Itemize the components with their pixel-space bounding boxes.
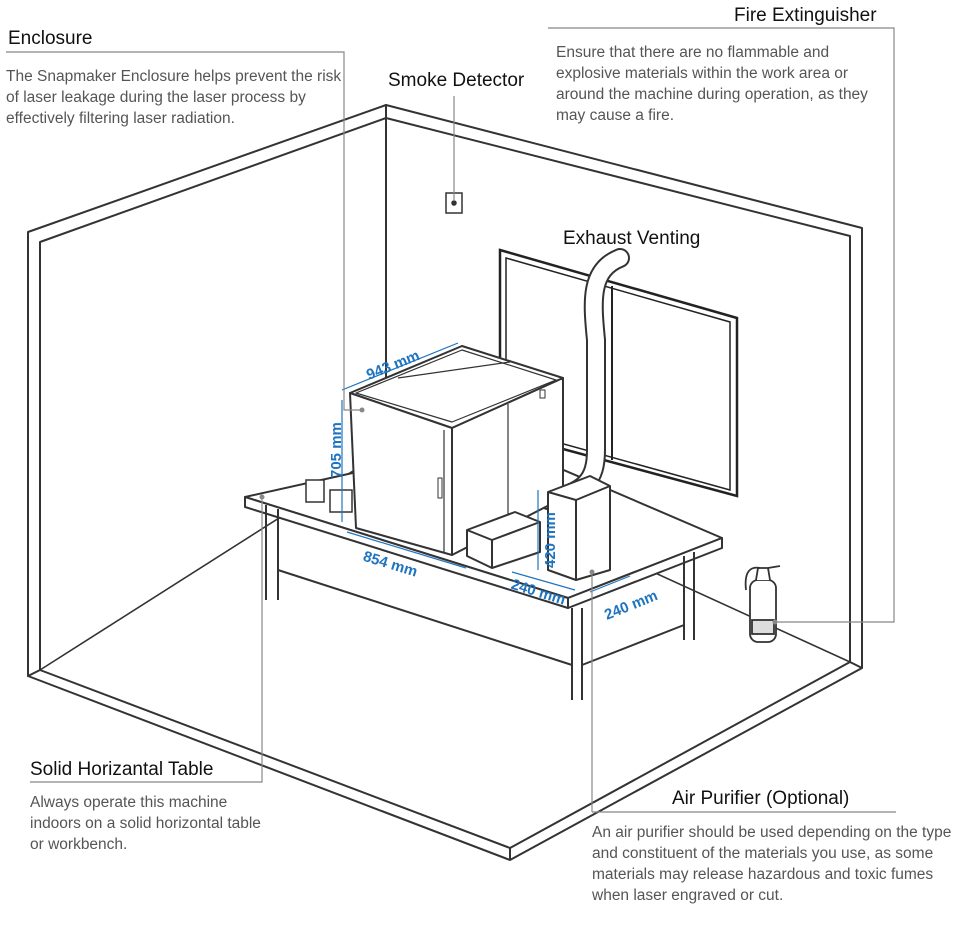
enclosure-icon [349,345,564,556]
exhaust-venting-title: Exhaust Venting [563,228,701,249]
enclosure-title: Enclosure [8,28,93,49]
fire-extinguisher-title: Fire Extinguisher [734,5,877,26]
fire-extinguisher-icon [744,565,781,643]
leader-lines [6,27,896,813]
enclosure-description: The Snapmaker Enclosure helps prevent th… [6,68,342,127]
fire-extinguisher-description: Ensure that there are no flammable and e… [556,44,868,124]
left-wall [27,104,387,677]
dimension-enclosure-height: 705 mm [328,422,345,478]
module-icons [305,479,353,513]
air-purifier-icon [547,475,611,581]
air-purifier-description: An air purifier should be used depending… [592,824,952,904]
table-description: Always operate this machine indoors on a… [30,794,261,853]
controller-icon [466,511,541,569]
smoke-detector-title: Smoke Detector [388,70,525,91]
air-purifier-title: Air Purifier (Optional) [672,788,850,809]
table-title: Solid Horizantal Table [30,759,214,780]
dimension-lines [341,342,631,593]
smoke-detector-icon [445,192,463,214]
dimension-purifier-height: 420 mm [542,512,559,568]
